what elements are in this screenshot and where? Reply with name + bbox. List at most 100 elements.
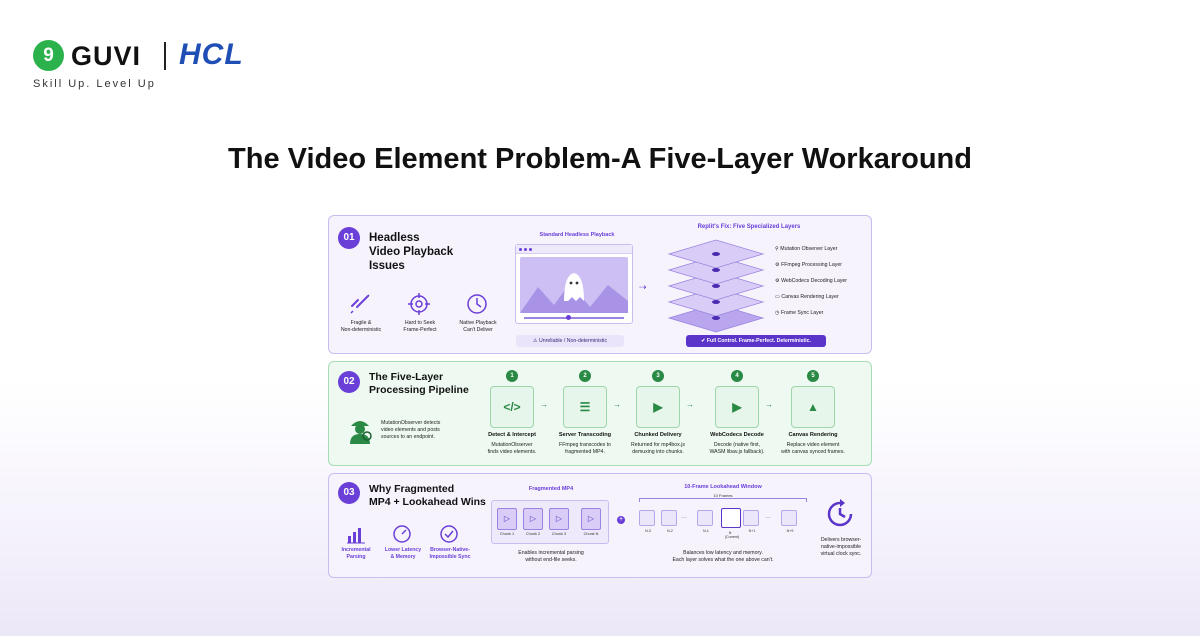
- step-description-line: Replace video element: [786, 442, 840, 448]
- step-title: WebCodecs Decode: [710, 432, 764, 438]
- frame-label: N-2: [667, 529, 673, 533]
- step-description-line: MutationObserver: [491, 442, 533, 448]
- benefit-label: Lower Latency& Memory: [384, 547, 422, 560]
- step-title: Chunked Delivery: [634, 432, 682, 438]
- step-number: 5: [807, 370, 819, 382]
- chunk-file-icon: ▷: [549, 508, 569, 530]
- hcl-logo: HCL: [179, 38, 244, 71]
- arrow-right-icon: ⇢: [639, 282, 647, 292]
- arrow-right-icon: →: [765, 400, 773, 409]
- video-player-mockup: [515, 244, 633, 324]
- brand-tagline: Skill Up. Level Up: [33, 78, 156, 90]
- arrow-right-icon: →: [686, 400, 694, 409]
- step-number: 1: [506, 370, 518, 382]
- window-subtitle: 10 Frames: [713, 493, 733, 498]
- step-number: 2: [579, 370, 591, 382]
- step-description-line: Returned for mp4box.js: [631, 442, 685, 448]
- step-title: Server Transcoding: [558, 432, 612, 438]
- layer-item: ⚲ Mutation Observer Layer: [775, 246, 838, 252]
- step-description-line: Decode (native first,: [713, 442, 761, 448]
- section-number: 03: [338, 482, 360, 504]
- check-circle-icon: [440, 525, 458, 543]
- frame-label: N+9: [786, 529, 794, 533]
- document-video-icon: ▶: [636, 386, 680, 428]
- frame-tile: [661, 510, 677, 526]
- frame-label: N+1: [748, 529, 756, 533]
- benefit-label: Browser-Native-Impossible Sync: [429, 547, 471, 560]
- chunk-label: Chunk N: [583, 532, 599, 536]
- agent-icon: [350, 421, 372, 444]
- arrow-right-icon: →: [613, 400, 621, 409]
- player-title: Standard Headless Playback: [539, 232, 615, 238]
- server-gear-icon: ☰: [563, 386, 607, 428]
- frame-label: N: [728, 531, 732, 535]
- chunk-label: Chunk 2: [525, 532, 541, 536]
- play-hex-icon: ▶: [715, 386, 759, 428]
- code-window-icon: </>: [490, 386, 534, 428]
- guvi-logo-icon: 9: [33, 40, 64, 71]
- step-title: Detect & Intercept: [488, 432, 536, 438]
- fix-title: Replit's Fix: Five Specialized Layers: [697, 224, 801, 230]
- step-description-line: with canvas synced frames.: [781, 449, 845, 455]
- step-description: Decode (native first,WASM libav.js fallb…: [693, 442, 781, 456]
- plus-icon: +: [617, 516, 625, 524]
- fix-status-badge: ✔ Full Control. Frame-Perfect. Determini…: [686, 335, 826, 347]
- frame-label: N-1: [703, 529, 709, 533]
- sync-clock-icon: [827, 499, 853, 527]
- frame-tile: [781, 510, 797, 526]
- page-title: The Video Element Problem-A Five-Layer W…: [228, 143, 972, 175]
- arrow-right-icon: →: [540, 400, 548, 409]
- mp4-title: Fragmented MP4: [528, 486, 574, 492]
- layer-item: ⚙ FFmpeg Processing Layer: [775, 262, 842, 268]
- chunk-file-icon: ▷: [523, 508, 543, 530]
- window-caption: Balances low latency and memory.Each lay…: [672, 550, 774, 563]
- broken-link-icon: [350, 294, 370, 314]
- gauge-icon: [393, 525, 411, 543]
- ellipsis: …: [681, 514, 687, 520]
- issue-label: Fragile &Non-deterministic: [340, 320, 382, 333]
- guvi-logo-text: GUVI: [71, 41, 142, 71]
- layer-item: ◷ Frame Sync Layer: [775, 310, 824, 316]
- chunk-label: Chunk 3: [551, 532, 567, 536]
- status-badge: ⚠ Unreliable / Non-deterministic: [516, 335, 624, 347]
- step-description-line: fragmented MP4.: [565, 449, 605, 455]
- step-description-line: WASM libav.js fallback).: [709, 449, 765, 455]
- section-headless-playback: 01 Headless Video Playback Issues Fragil…: [328, 215, 872, 354]
- step-description-line: finds video elements.: [487, 449, 537, 455]
- brand-header: 9 GUVI HCL Skill Up. Level Up: [33, 38, 333, 96]
- clock-icon: [467, 294, 487, 314]
- current-frame-label: (Current): [724, 535, 740, 539]
- section-title: Headless Video Playback Issues: [369, 232, 454, 272]
- layer-item: ▭ Canvas Rendering Layer: [775, 294, 839, 300]
- frame-tile: [721, 508, 741, 528]
- frame-tile: [743, 510, 759, 526]
- frame-tile: [697, 510, 713, 526]
- frame-label: N-3: [645, 529, 651, 533]
- crosshair-icon: [408, 293, 430, 315]
- window-title: 10-Frame Lookahead Window: [684, 484, 762, 490]
- step-number: 4: [731, 370, 743, 382]
- ellipsis: …: [765, 514, 771, 520]
- step-description-line: FFmpeg transcodes to: [559, 442, 611, 448]
- chunk-file-icon: ▷: [497, 508, 517, 530]
- canvas-easel-icon: ▲: [791, 386, 835, 428]
- layer-stack-icon: [667, 239, 765, 333]
- step-number: 3: [652, 370, 664, 382]
- chunk-file-icon: ▷: [581, 508, 601, 530]
- brand-divider: [164, 42, 166, 70]
- layer-item: ⚙ WebCodecs Decoding Layer: [775, 278, 848, 284]
- frame-tile: [639, 510, 655, 526]
